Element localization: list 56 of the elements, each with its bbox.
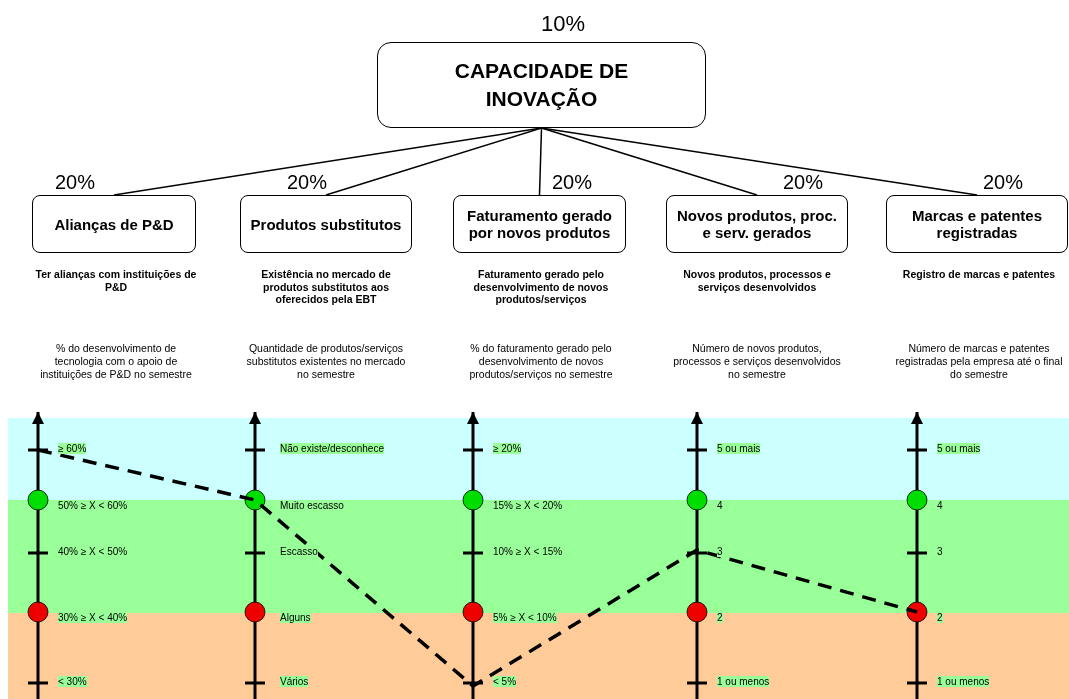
scale-label: 5% ≥ X < 10% xyxy=(493,612,557,623)
criterion-box xyxy=(666,195,848,253)
scale-label: 2 xyxy=(717,612,723,623)
criterion-box xyxy=(453,195,626,253)
indicator-text: Quantidade de produtos/serviços substitutos existentes no mercado no semestre xyxy=(245,342,407,382)
indicator-text: % do desenvolvimento de tecnologia com o apoio de instituições de P&D no semestre xyxy=(39,342,193,382)
box-title: Marcas e patentes registradas xyxy=(910,207,1044,241)
scale-label: Muito escasso xyxy=(280,500,344,511)
scale-label: 40% ≥ X < 50% xyxy=(58,546,128,557)
scale-label: 15% ≥ X < 20% xyxy=(493,500,563,511)
indicator-text: Número de marcas e patentes registradas pela empresa até o final do semestre xyxy=(894,342,1064,382)
box-title: CAPACIDADE DE INOVAÇÃO xyxy=(453,57,630,112)
box-title: Alianças de P&D xyxy=(53,215,175,233)
scale-label: 4 xyxy=(717,500,723,511)
box-title: Novos produtos, proc. e serv. gerados xyxy=(676,207,838,241)
connector-line xyxy=(325,127,543,196)
scale-label: 10% ≥ X < 15% xyxy=(493,546,563,557)
criterion-description: Existência no mercado de produtos substitutos aos oferecidos pela EBT xyxy=(260,268,392,306)
weight-label: 20% xyxy=(982,171,1024,194)
indicator-text: Número de novos produtos, processos e serviços desenvolvidos no semestre xyxy=(672,342,842,382)
scale-label: 1 ou menos xyxy=(937,676,990,687)
connector-line xyxy=(540,127,978,196)
scale-label: Escasso xyxy=(280,546,318,557)
criterion-description: Faturamento gerado pelo desenvolvimento de novos produtos/serviços xyxy=(472,268,610,306)
scale-label: 5 ou mais xyxy=(937,443,981,454)
scale-label: Não existe/desconhece xyxy=(280,443,384,454)
criterion-box xyxy=(240,195,412,253)
root-box xyxy=(377,42,706,128)
connector-line xyxy=(538,127,543,196)
scale-label: 50% ≥ X < 60% xyxy=(58,500,128,511)
weight-label: 10% xyxy=(539,11,586,37)
indicator-text: % do faturamento gerado pelo desenvolvimento de novos produtos/serviços no semestre xyxy=(468,342,614,382)
criterion-description: Novos produtos, processos e serviços desenvolvidos xyxy=(682,268,832,294)
scale-label: < 5% xyxy=(493,676,517,687)
scale-label: 4 xyxy=(937,500,943,511)
scale-label: 2 xyxy=(937,612,943,623)
weight-label: 20% xyxy=(286,171,328,194)
weight-label: 20% xyxy=(551,171,593,194)
box-title: Faturamento gerado por novos produtos xyxy=(466,207,613,241)
weight-label: 20% xyxy=(782,171,824,194)
box-title: Produtos substitutos xyxy=(249,215,403,233)
scale-label: 1 ou menos xyxy=(717,676,770,687)
criterion-description: Ter alianças com instituições de P&D xyxy=(34,268,198,294)
scale-label: 5 ou mais xyxy=(717,443,761,454)
scale-label: ≥ 20% xyxy=(493,443,522,454)
scale-label: Vários xyxy=(280,676,309,687)
scale-label: 3 xyxy=(937,546,943,557)
weight-label: 20% xyxy=(54,171,96,194)
criterion-box xyxy=(886,195,1068,253)
criterion-description: Registro de marcas e patentes xyxy=(901,268,1057,281)
criterion-box xyxy=(32,195,196,253)
scale-label: Alguns xyxy=(280,612,311,623)
scale-label: 3 xyxy=(717,546,723,557)
scale-label: 30% ≥ X < 40% xyxy=(58,612,128,623)
scale-label: ≥ 60% xyxy=(58,443,87,454)
scale-label: < 30% xyxy=(58,676,87,687)
